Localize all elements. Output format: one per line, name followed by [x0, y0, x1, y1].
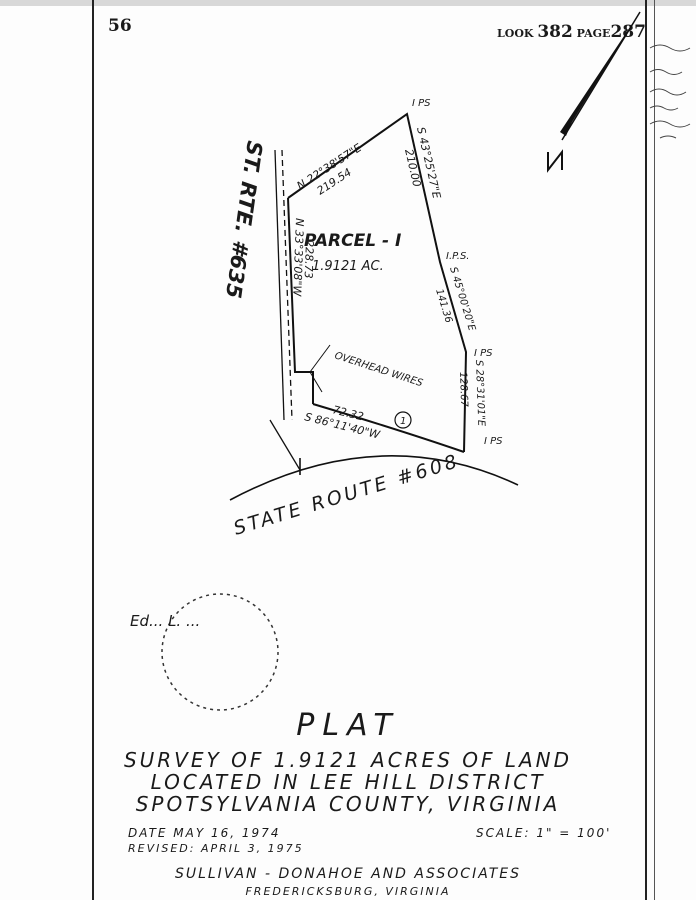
revised-date: REVISED: APRIL 3, 1975 — [128, 842, 304, 855]
pin-label-2: I.P.S. — [446, 251, 470, 262]
left-border-line — [92, 0, 94, 900]
route-635-label: ST. RTE. #635 — [221, 139, 267, 300]
survey-date: DATE MAY 16, 1974 — [128, 826, 281, 840]
firm-city: FREDERICKSBURG, VIRGINIA — [245, 885, 451, 898]
north-arrow-icon — [547, 11, 641, 173]
route-608-label: STATE ROUTE #608 — [231, 450, 462, 540]
route-635-lines — [269, 149, 301, 471]
pin-label-3: I PS — [474, 348, 493, 359]
pin-label-1: I PS — [412, 98, 431, 109]
east-bearing-2: S 28°31'01"E — [473, 360, 486, 427]
title-line-2: LOCATED IN LEE HILL DISTRICT — [150, 770, 546, 794]
plat-heading: PLAT — [296, 708, 400, 743]
book-page-reference: LOOK 382 PAGE287 — [497, 22, 646, 42]
scale-label: SCALE: 1" = 100' — [476, 826, 612, 840]
curve-marker — [394, 411, 412, 429]
parcel-area: 1.9121 AC. — [312, 259, 384, 274]
book-number: 382 — [537, 22, 573, 42]
curve-label: 1 — [400, 416, 406, 427]
scan-top-edge — [0, 0, 696, 6]
right-border-line-inner — [654, 0, 655, 900]
surveyor-seal — [161, 593, 279, 711]
overhead-wires-label: OVERHEAD WIRES — [333, 350, 425, 389]
page-label: PAGE — [576, 27, 611, 40]
title-line-1: SURVEY OF 1.9121 ACRES OF LAND — [123, 748, 573, 772]
book-label: LOOK — [497, 27, 534, 40]
parcel-boundary — [287, 112, 468, 453]
pin-label-4: I PS — [484, 436, 503, 447]
firm-name: SULLIVAN - DONAHOE AND ASSOCIATES — [174, 866, 522, 882]
title-line-3: SPOTSYLVANIA COUNTY, VIRGINIA — [135, 792, 561, 816]
right-border-line — [645, 0, 647, 900]
margin-notes — [649, 44, 691, 139]
route-608-curve — [229, 455, 519, 501]
east-distance-2: 128.67 — [457, 372, 469, 408]
west-bearing: N 33°33'08"W — [290, 218, 306, 298]
west-distance: 228.73 — [302, 240, 316, 279]
east-distance-1: 141.36 — [433, 288, 454, 325]
parcel-name: PARCEL - I — [304, 231, 401, 251]
overhead-wires-line — [309, 344, 331, 393]
surveyor-signature: Ed... L. ... — [130, 612, 200, 630]
page-number: 56 — [108, 16, 132, 36]
